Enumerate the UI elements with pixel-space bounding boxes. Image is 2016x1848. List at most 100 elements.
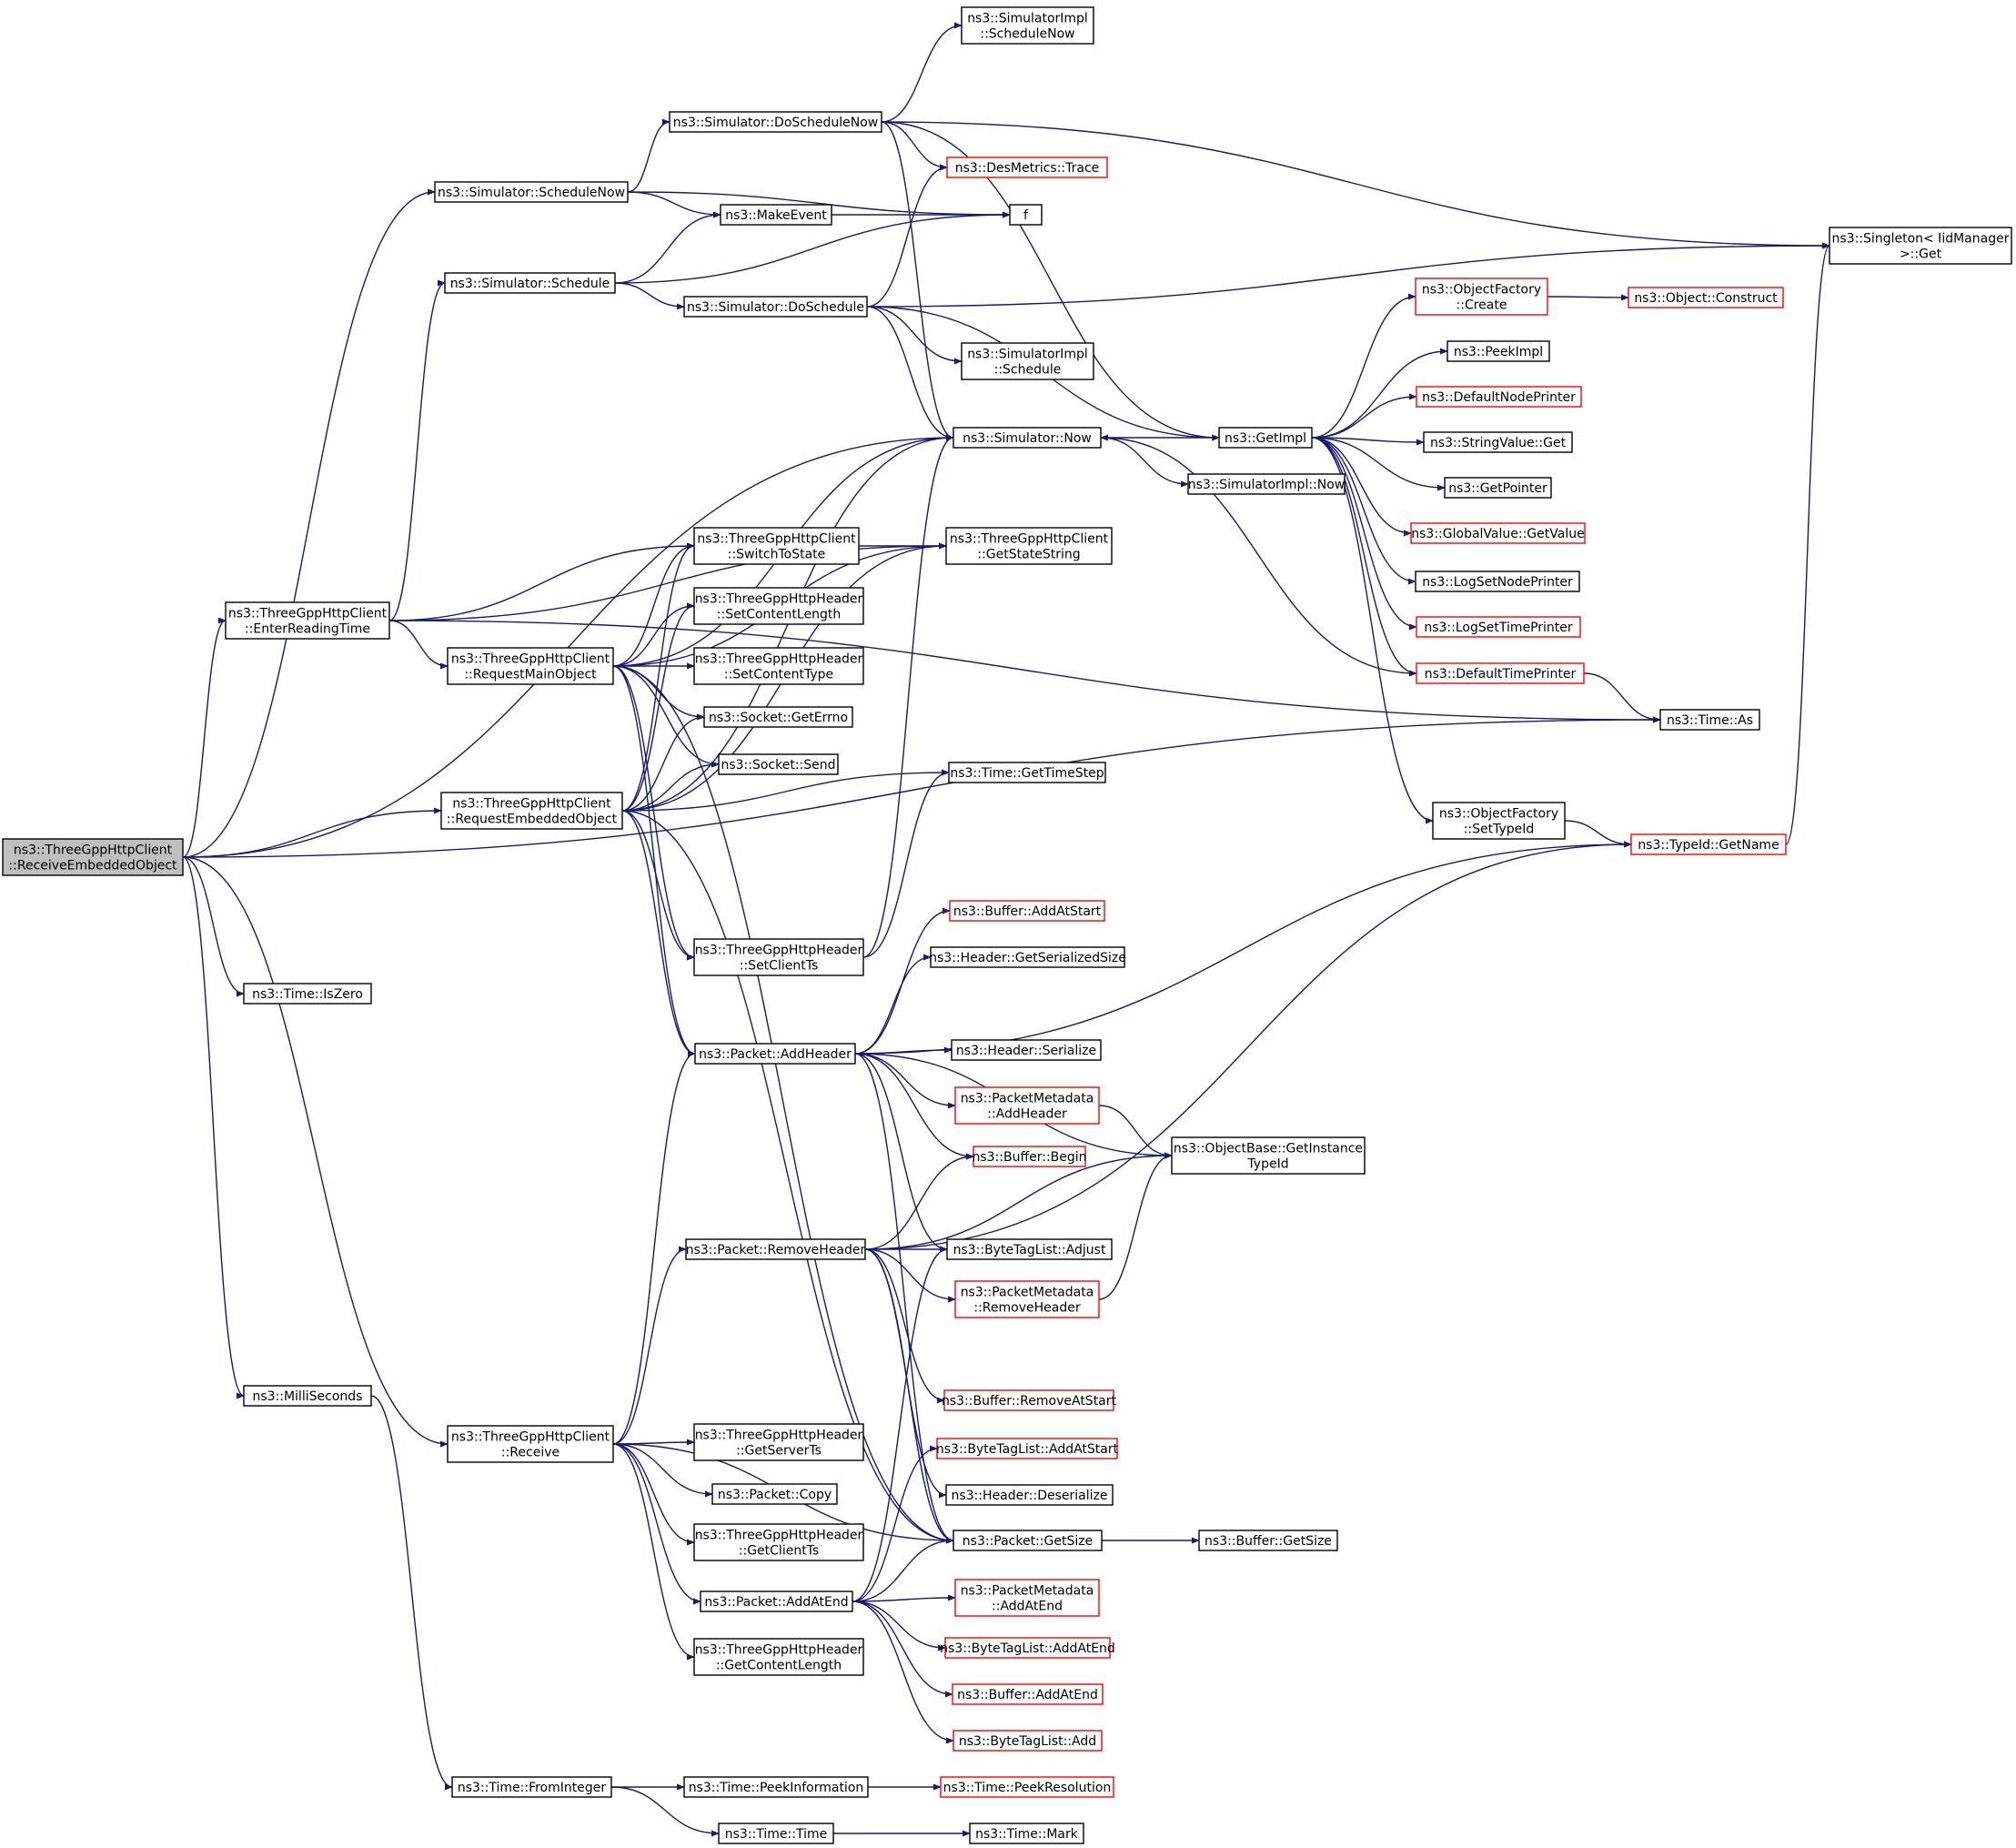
node-time-mark[interactable]: ns3::Time::Mark xyxy=(969,1823,1084,1844)
node-sched-now[interactable]: ns3::Simulator::ScheduleNow xyxy=(434,181,629,203)
node-packetmetadata-removeheader[interactable]: ns3::PacketMetadata::RemoveHeader xyxy=(954,1280,1100,1318)
node-bytetaglist-adjust[interactable]: ns3::ByteTagList::Adjust xyxy=(946,1238,1113,1260)
node-simimpl-schedule[interactable]: ns3::SimulatorImpl::Schedule xyxy=(961,342,1094,380)
node-buffer-begin[interactable]: ns3::Buffer::Begin xyxy=(972,1146,1087,1167)
node-box xyxy=(1432,802,1566,840)
node-box xyxy=(444,272,616,294)
node-time-frominteger[interactable]: ns3::Time::FromInteger xyxy=(451,1776,612,1798)
node-box xyxy=(1628,287,1784,308)
edge-request-main-object-to-switch-to-state xyxy=(612,542,695,667)
node-default-time-printer[interactable]: ns3::DefaultTimePrinter xyxy=(1416,662,1585,684)
node-milliseconds[interactable]: ns3::MilliSeconds xyxy=(243,1385,372,1407)
node-time-peekresolution[interactable]: ns3::Time::PeekResolution xyxy=(940,1776,1114,1798)
edge-get-impl-to-stringvalue-get xyxy=(1311,437,1425,446)
node-f[interactable]: f xyxy=(1009,204,1043,226)
node-bytetaglist-add[interactable]: ns3::ByteTagList::Add xyxy=(953,1730,1103,1752)
edge-get-impl-to-log-set-time-printer xyxy=(1311,437,1417,631)
edge-default-time-printer-to-sim-now xyxy=(1100,434,1417,674)
node-peek-impl[interactable]: ns3::PeekImpl xyxy=(1446,340,1550,362)
edge-do-sched-now-to-get-impl xyxy=(881,121,1220,441)
node-simimpl-now[interactable]: ns3::SimulatorImpl::Now xyxy=(1187,473,1346,495)
node-root[interactable]: ns3::ThreeGppHttpClient::ReceiveEmbedded… xyxy=(2,838,184,876)
node-label-line: ns3::Packet::GetSize xyxy=(963,1534,1093,1549)
node-buffer-getsize[interactable]: ns3::Buffer::GetSize xyxy=(1198,1530,1338,1551)
node-objfactory-settypeid[interactable]: ns3::ObjectFactory::SetTypeId xyxy=(1432,802,1566,840)
node-stringvalue-get[interactable]: ns3::StringValue::Get xyxy=(1423,431,1573,453)
edge-request-main-object-to-packet-addheader xyxy=(612,665,696,1057)
node-desmetrics-trace[interactable]: ns3::DesMetrics::Trace xyxy=(946,157,1108,178)
node-socket-geterrno[interactable]: ns3::Socket::GetErrno xyxy=(703,706,853,728)
node-do-sched-now[interactable]: ns3::Simulator::DoScheduleNow xyxy=(669,111,882,133)
node-packet-getsize[interactable]: ns3::Packet::GetSize xyxy=(953,1530,1103,1551)
node-simimpl-schednow[interactable]: ns3::SimulatorImpl::ScheduleNow xyxy=(961,6,1094,45)
node-label-line: ns3::ThreeGppHttpHeader xyxy=(695,1643,863,1658)
node-get-server-ts[interactable]: ns3::ThreeGppHttpHeader::GetServerTs xyxy=(693,1423,864,1461)
node-label-line: ::RemoveHeader xyxy=(973,1301,1080,1316)
node-enter-reading-time[interactable]: ns3::ThreeGppHttpClient::EnterReadingTim… xyxy=(225,601,390,640)
node-time-as[interactable]: ns3::Time::As xyxy=(1659,709,1760,731)
node-objfactory-create[interactable]: ns3::ObjectFactory::Create xyxy=(1415,278,1548,316)
node-get-impl[interactable]: ns3::GetImpl xyxy=(1218,427,1313,449)
node-label-line: ns3::ThreeGppHttpClient xyxy=(452,797,611,812)
node-bytetaglist-addatend[interactable]: ns3::ByteTagList::AddAtEnd xyxy=(940,1637,1115,1659)
node-get-state-string[interactable]: ns3::ThreeGppHttpClient::GetStateString xyxy=(945,527,1113,565)
node-header-getserializedsize[interactable]: ns3::Header::GetSerializedSize xyxy=(929,946,1126,968)
node-sim-schedule[interactable]: ns3::Simulator::Schedule xyxy=(444,272,616,294)
node-label-line: ns3::SimulatorImpl xyxy=(967,348,1088,362)
node-label-line: TypeId xyxy=(1246,1157,1288,1172)
node-box xyxy=(943,1389,1114,1411)
node-default-node-printer[interactable]: ns3::DefaultNodePrinter xyxy=(1416,386,1582,408)
node-request-main-object[interactable]: ns3::ThreeGppHttpClient::RequestMainObje… xyxy=(447,647,614,685)
node-box xyxy=(936,1438,1118,1459)
node-request-embedded-object[interactable]: ns3::ThreeGppHttpClient::RequestEmbedded… xyxy=(440,792,623,830)
node-switch-to-state[interactable]: ns3::ThreeGppHttpClient::SwitchToState xyxy=(693,527,860,565)
node-label-line: ns3::Socket::Send xyxy=(721,758,835,773)
node-log-set-node-printer[interactable]: ns3::LogSetNodePrinter xyxy=(1415,571,1580,592)
node-object-construct[interactable]: ns3::Object::Construct xyxy=(1628,287,1784,308)
node-box xyxy=(946,157,1108,178)
node-time-peekinformation[interactable]: ns3::Time::PeekInformation xyxy=(683,1776,869,1798)
node-receive[interactable]: ns3::ThreeGppHttpClient::Receive xyxy=(447,1425,614,1463)
node-set-content-type[interactable]: ns3::ThreeGppHttpHeader::SetContentType xyxy=(693,647,864,685)
node-socket-send[interactable]: ns3::Socket::Send xyxy=(718,753,839,775)
node-packet-copy[interactable]: ns3::Packet::Copy xyxy=(711,1483,838,1505)
node-get-pointer[interactable]: ns3::GetPointer xyxy=(1444,477,1552,499)
node-packet-addheader[interactable]: ns3::Packet::AddHeader xyxy=(694,1043,856,1065)
node-box xyxy=(693,1638,864,1676)
node-packet-removeheader[interactable]: ns3::Packet::RemoveHeader xyxy=(685,1238,866,1260)
node-buffer-removeatstart[interactable]: ns3::Buffer::RemoveAtStart xyxy=(942,1389,1117,1411)
node-get-content-length[interactable]: ns3::ThreeGppHttpHeader::GetContentLengt… xyxy=(693,1638,864,1676)
edge-receive-to-packet-copy xyxy=(612,1443,713,1498)
node-label-line: ns3::Time::As xyxy=(1667,713,1753,728)
node-singleton-get[interactable]: ns3::Singleton< IidManager>::Get xyxy=(1829,227,2012,265)
node-buffer-addatend[interactable]: ns3::Buffer::AddAtEnd xyxy=(952,1683,1104,1705)
node-typeid-getname[interactable]: ns3::TypeId::GetName xyxy=(1630,833,1787,855)
node-label-line: ns3::ThreeGppHttpClient xyxy=(697,532,856,547)
node-bytetaglist-addatstart[interactable]: ns3::ByteTagList::AddAtStart xyxy=(936,1438,1119,1459)
node-make-event[interactable]: ns3::MakeEvent xyxy=(720,204,832,226)
node-time-iszero[interactable]: ns3::Time::IsZero xyxy=(243,983,372,1005)
node-header-serialize[interactable]: ns3::Header::Serialize xyxy=(951,1039,1102,1061)
node-box xyxy=(949,900,1105,922)
node-globalvalue-getvalue[interactable]: ns3::GlobalValue::GetValue xyxy=(1410,522,1586,544)
node-box xyxy=(225,601,390,640)
node-get-client-ts[interactable]: ns3::ThreeGppHttpHeader::GetClientTs xyxy=(693,1523,864,1561)
node-packet-addatend[interactable]: ns3::Packet::AddAtEnd xyxy=(700,1590,853,1612)
node-set-client-ts[interactable]: ns3::ThreeGppHttpHeader::SetClientTs xyxy=(693,938,864,976)
edge-enter-reading-time-to-switch-to-state xyxy=(388,542,695,621)
node-buffer-addatstart[interactable]: ns3::Buffer::AddAtStart xyxy=(949,900,1105,922)
node-do-schedule[interactable]: ns3::Simulator::DoSchedule xyxy=(683,296,868,318)
node-label-line: ::GetServerTs xyxy=(736,1444,822,1459)
node-packetmetadata-addatend[interactable]: ns3::PacketMetadata::AddAtEnd xyxy=(954,1579,1100,1617)
edge-sched-now-to-make-event xyxy=(627,191,721,218)
node-packetmetadata-addheader[interactable]: ns3::PacketMetadata::AddHeader xyxy=(954,1086,1100,1125)
node-log-set-time-printer[interactable]: ns3::LogSetTimePrinter xyxy=(1416,616,1581,638)
edge-receive-to-packet-removeheader xyxy=(612,1246,687,1445)
node-label-line: ns3::ThreeGppHttpClient xyxy=(228,607,388,621)
node-sim-now[interactable]: ns3::Simulator::Now xyxy=(953,427,1102,449)
node-time-time[interactable]: ns3::Time::Time xyxy=(718,1823,834,1844)
node-header-deserialize[interactable]: ns3::Header::Deserialize xyxy=(945,1484,1114,1506)
node-time-gettimestep[interactable]: ns3::Time::GetTimeStep xyxy=(948,762,1106,783)
node-set-content-length[interactable]: ns3::ThreeGppHttpHeader::SetContentLengt… xyxy=(693,587,864,625)
